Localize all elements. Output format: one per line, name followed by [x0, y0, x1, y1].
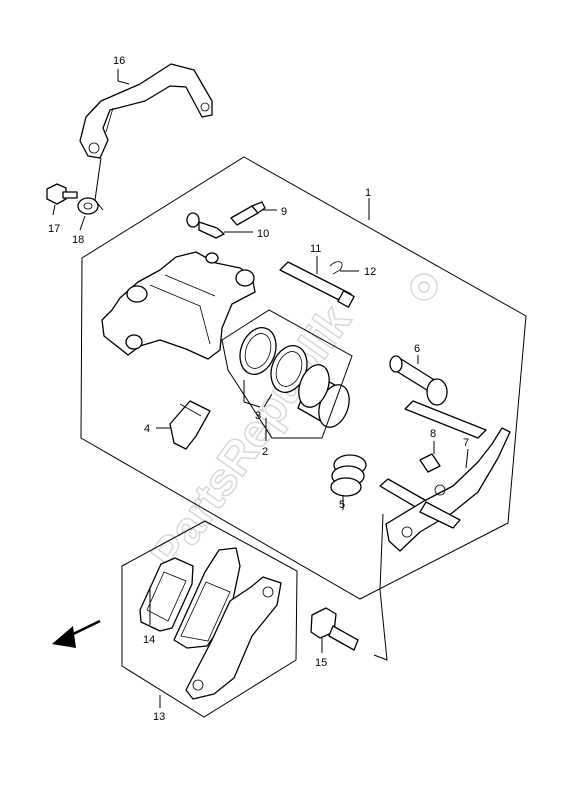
callout-13: 13 [153, 711, 165, 723]
callout-2: 2 [262, 446, 268, 458]
bracket-washer [77, 197, 99, 215]
caliper-bracket [79, 63, 213, 159]
callout-10: 10 [257, 228, 269, 240]
mounting-bolt [310, 607, 359, 651]
dust-seal [270, 345, 308, 393]
callout-4: 4 [144, 423, 150, 435]
callout-9: 9 [281, 206, 287, 218]
brake-pad-left [139, 557, 194, 632]
spring-clip [419, 453, 441, 473]
callout-5: 5 [339, 499, 345, 511]
callout-8: 8 [430, 428, 436, 440]
pin-clip [329, 261, 343, 275]
piston-group-outline [221, 309, 353, 439]
callout-6: 6 [414, 343, 420, 355]
bleeder-valve [230, 201, 266, 226]
callout-12: 12 [364, 266, 376, 278]
slide-sleeve [389, 355, 448, 406]
callout-16: 16 [113, 55, 125, 67]
callout-15: 15 [315, 657, 327, 669]
pad-spring [169, 400, 211, 450]
callout-1: 1 [365, 187, 371, 199]
rubber-boot [330, 454, 367, 497]
caliper-pin [279, 261, 355, 308]
piston-seal [239, 327, 277, 375]
callout-14: 14 [143, 634, 155, 646]
pad-set-outline [121, 520, 298, 718]
callout-7: 7 [463, 437, 469, 449]
caliper-assembly-outline [80, 156, 527, 600]
callout-labels: 16 17 18 1 9 10 11 12 6 3 4 2 8 7 5 14 1… [48, 55, 469, 723]
brake-pad-right [173, 547, 241, 649]
callout-18: 18 [72, 234, 84, 246]
pad-shim [185, 576, 282, 700]
bracket-bolt [46, 183, 78, 205]
gear-icon [410, 273, 438, 301]
leader-lines [52, 69, 469, 708]
caliper-body [101, 251, 256, 360]
bleeder-cap [186, 212, 225, 239]
callout-3: 3 [255, 410, 261, 422]
callout-17: 17 [48, 223, 60, 235]
caliper-holder [379, 400, 511, 552]
arrow-down-left-icon [52, 619, 101, 648]
callout-11: 11 [310, 243, 321, 255]
